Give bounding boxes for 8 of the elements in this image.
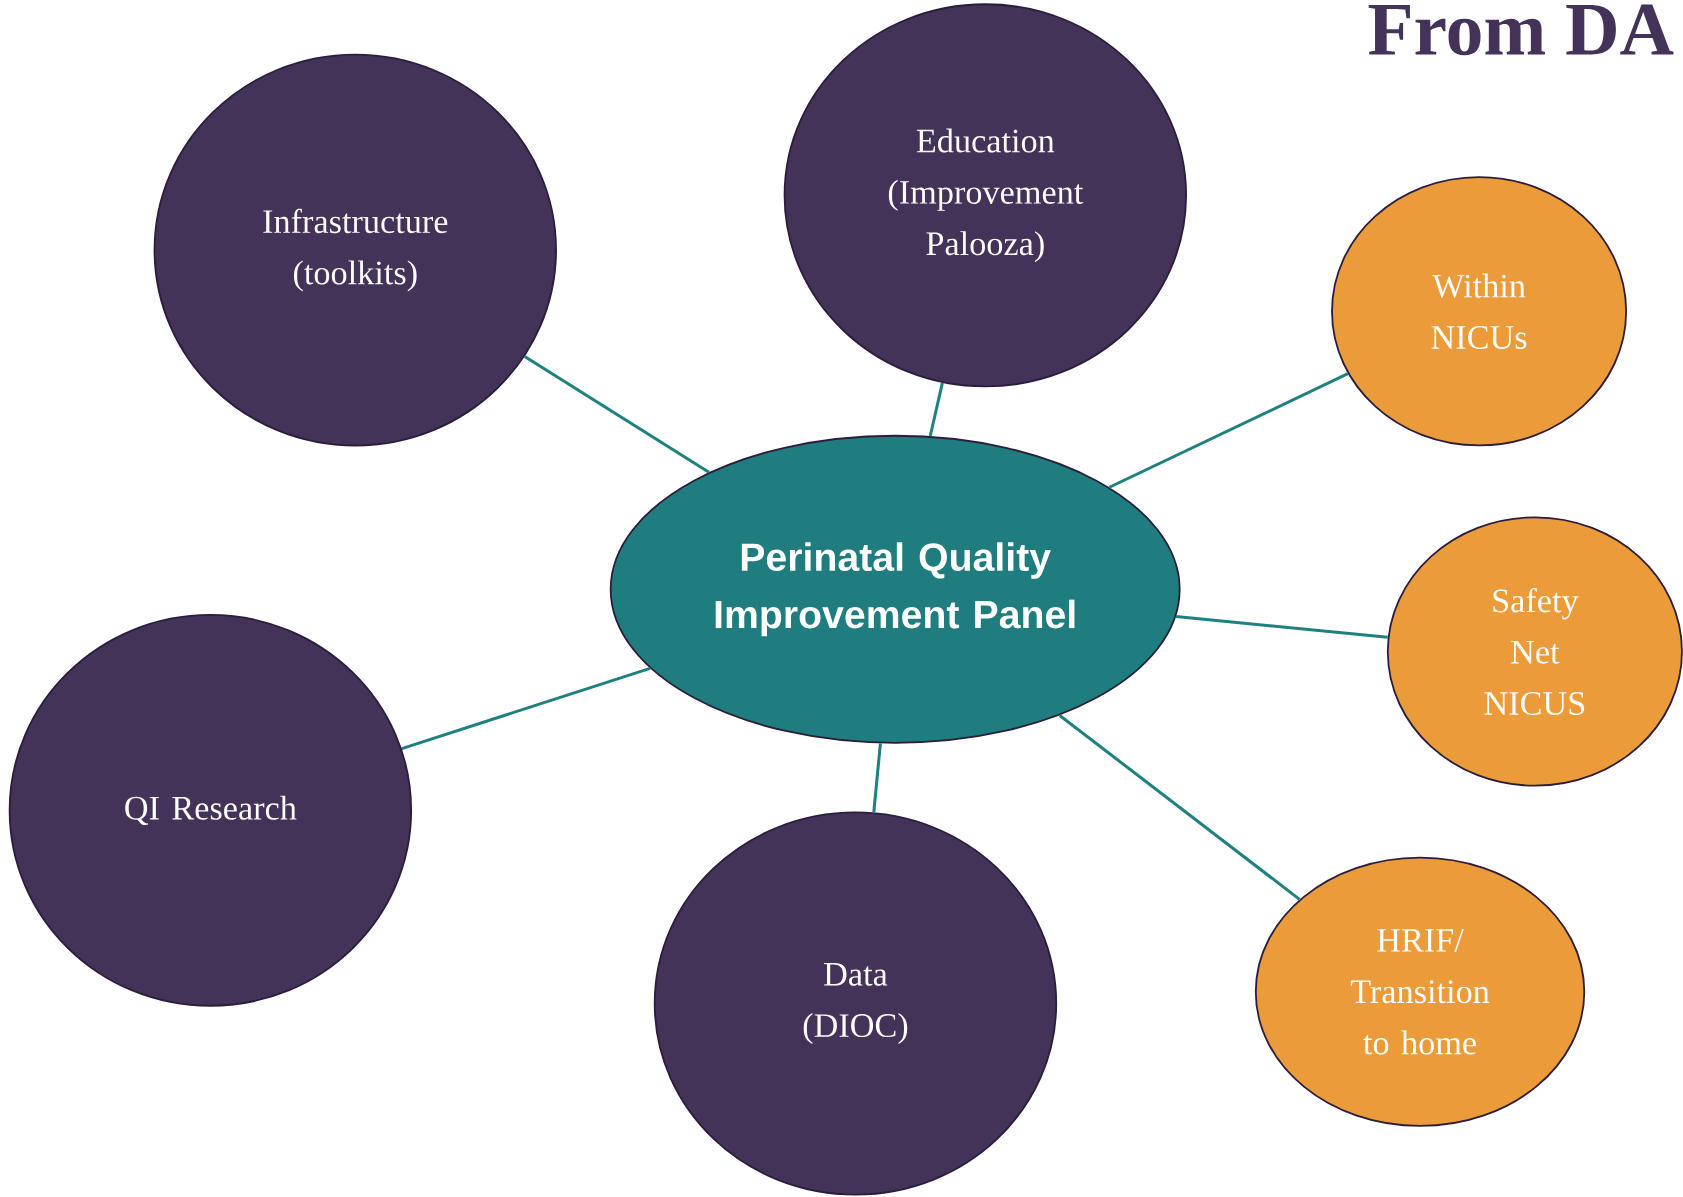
connector-line bbox=[928, 382, 944, 437]
connector-line bbox=[1108, 372, 1349, 489]
connector-line bbox=[1058, 714, 1301, 901]
connector-line bbox=[401, 667, 651, 751]
connector-line bbox=[523, 355, 710, 474]
connector-line bbox=[872, 743, 882, 813]
title: From DA bbox=[1368, 4, 1674, 56]
connector-line bbox=[1175, 615, 1388, 639]
